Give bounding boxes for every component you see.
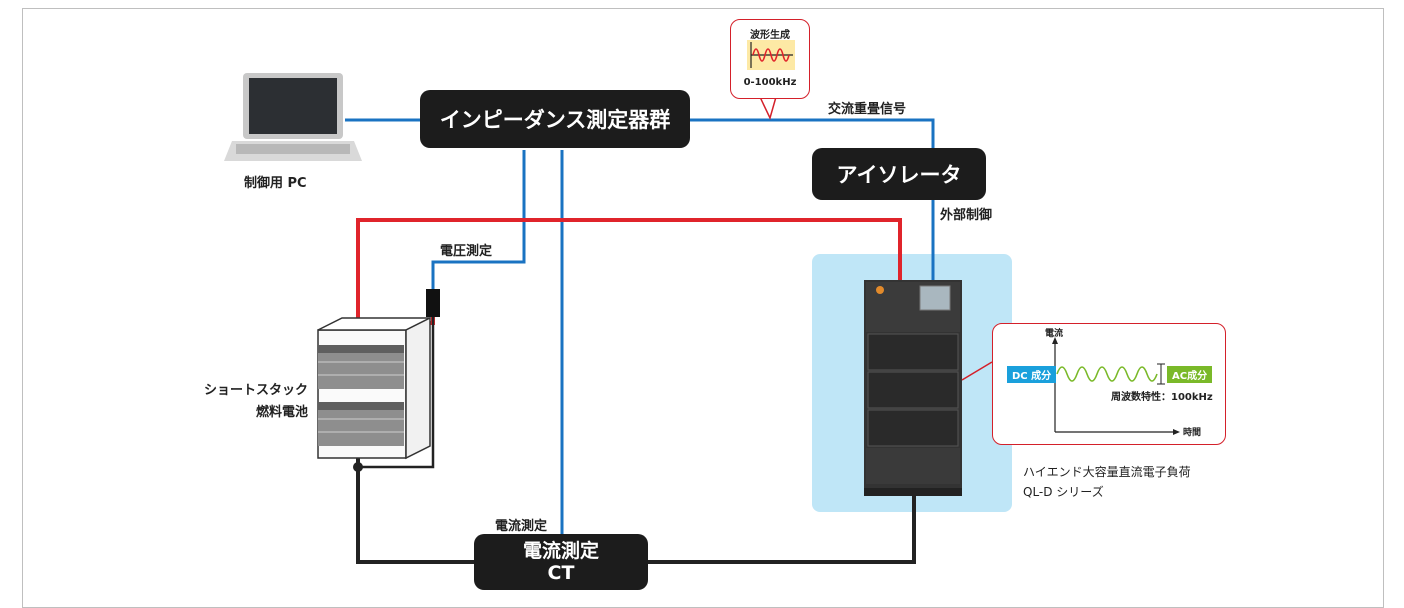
fuel-cell-label: ショートスタック 燃料電池 [190,380,308,424]
voltage-probe [426,289,440,317]
negative-junction [353,462,363,472]
fuel-cell-stack-icon [317,316,431,460]
impedance-meters-box: インピーダンス測定器群 [420,90,690,148]
ct-box-line-1: 電流測定 [522,540,599,562]
waveform-callout-title: 波形生成 [750,30,790,41]
current-waveform-graph [1052,337,1180,435]
voltage-sense-return-wire [358,316,435,469]
negative-wire-left [356,450,475,564]
frequency-note: 周波数特性：100kHz [1111,392,1213,403]
electronic-load-rack-icon [864,280,962,496]
current-measure-label: 電流測定 [495,519,548,534]
wiring-layer [224,73,993,564]
laptop-icon [224,73,362,161]
ct-box-line-2: CT [547,562,575,584]
positive-wire [356,218,902,330]
callout-pointer [961,361,993,381]
time-axis-label: 時間 [1183,428,1202,438]
fuel-cell-label-line-1: ショートスタック [203,383,308,398]
waveform-graph [747,40,795,70]
current-ct-box: 電流測定 CT [474,534,648,590]
negative-wire-right [648,482,916,564]
fuel-cell-label-line-2: 燃料電池 [255,405,308,420]
voltage-measure-label: 電圧測定 [440,244,493,259]
load-name-line-1: ハイエンド大容量直流電子負荷 [1023,465,1191,479]
current-waveform-callout: 電流 時間 DC 成分 AC成分 周波数特性：100kHz [992,323,1226,445]
isolator-box: アイソレータ [812,148,986,200]
dc-component-tag: DC 成分 [1007,366,1057,383]
impedance-meters-label: インピーダンス測定器群 [439,108,671,132]
meters-to-isolator-wire [690,118,935,148]
external-control-label: 外部制御 [940,208,993,223]
ac-component-tag: AC成分 [1167,366,1213,383]
diagram-canvas: インピーダンス測定器群 アイソレータ 電流測定 CT 制御用 PC 交流重畳信号… [22,8,1384,608]
waveform-callout-pointer [758,96,777,121]
voltage-measure-wire [431,150,526,290]
pc-label: 制御用 PC [244,176,307,191]
waveform-callout-range: 0-100kHz [743,77,797,88]
current-axis-label: 電流 [1045,329,1064,339]
load-name-line-2: QL-D シリーズ [1023,485,1104,499]
isolator-label: アイソレータ [836,163,962,187]
waveform-callout: 波形生成 0-100kHz [730,19,810,99]
load-name-label: ハイエンド大容量直流電子負荷 QL-D シリーズ [1023,462,1191,502]
ac-signal-label: 交流重畳信号 [828,102,907,117]
